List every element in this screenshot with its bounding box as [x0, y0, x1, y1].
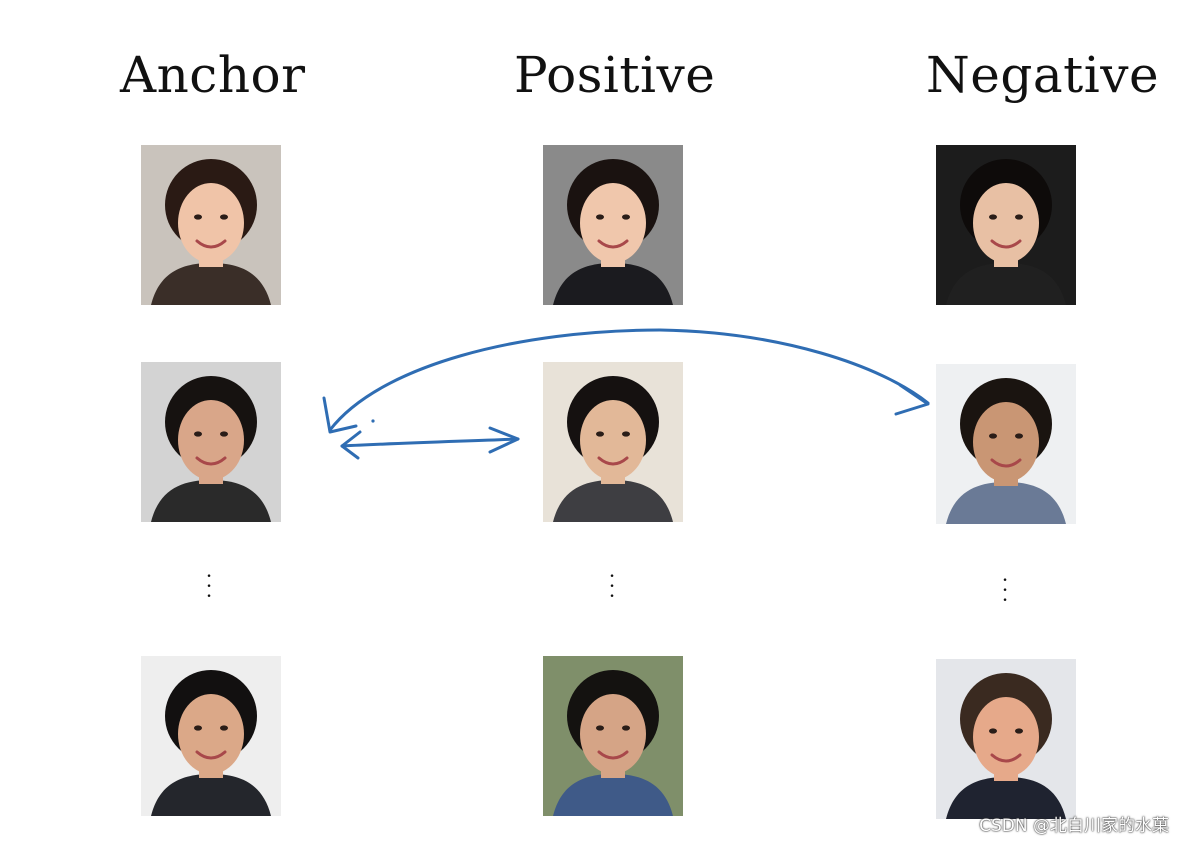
- pen-dot: [371, 419, 374, 422]
- watermark: CSDN @北白川家的水菓: [979, 811, 1169, 836]
- arc-arrow-anchor-to-negative: [330, 330, 928, 430]
- double-arrow-anchor-positive: [342, 439, 518, 446]
- arrowhead-anchor-left: [324, 398, 356, 432]
- arrowhead-negative: [896, 385, 928, 414]
